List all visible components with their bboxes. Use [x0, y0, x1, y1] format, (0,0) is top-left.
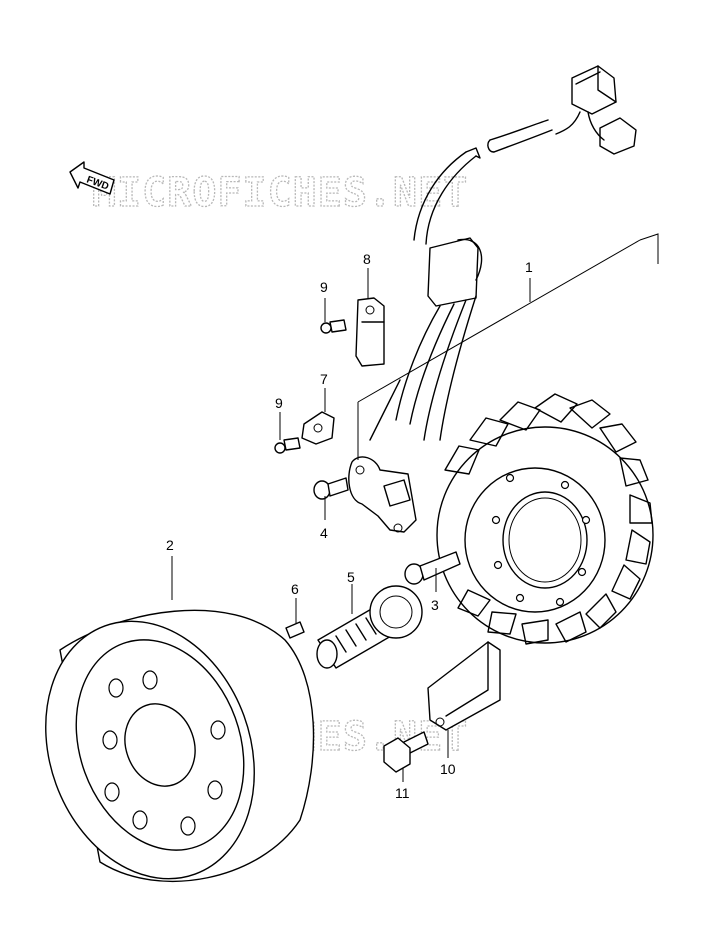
callout-11: 11	[395, 785, 410, 801]
callout-5: 5	[347, 569, 355, 585]
callout-10: 10	[440, 761, 456, 777]
callout-1: 1	[525, 259, 533, 275]
bracket-part-10	[427, 641, 501, 731]
screw-part-4	[313, 477, 349, 500]
callout-7: 7	[320, 371, 328, 387]
plate-part-8	[355, 297, 385, 367]
callout-6: 6	[291, 581, 299, 597]
watermark-top: MICROFICHES.NET	[92, 170, 468, 216]
callout-9-lower: 9	[275, 395, 283, 411]
callout-3: 3	[431, 597, 439, 613]
leader-lines	[171, 233, 659, 782]
screw-part-3	[404, 551, 461, 585]
screw-part-9-lower	[274, 437, 301, 454]
rotor-part-2	[45, 609, 315, 882]
callout-2: 2	[166, 537, 174, 553]
callout-8: 8	[363, 251, 371, 267]
callout-9-upper: 9	[320, 279, 328, 295]
wire-clamp-bracket	[348, 456, 417, 533]
key-part-6	[285, 621, 305, 639]
bolt-part-11	[383, 731, 429, 773]
stator-assembly	[436, 393, 654, 645]
callout-4: 4	[320, 525, 328, 541]
wire-harness-connector	[369, 65, 637, 441]
bolt-part-5	[316, 585, 423, 669]
screw-part-9-upper	[320, 319, 347, 334]
clamp-part-7	[301, 411, 335, 445]
